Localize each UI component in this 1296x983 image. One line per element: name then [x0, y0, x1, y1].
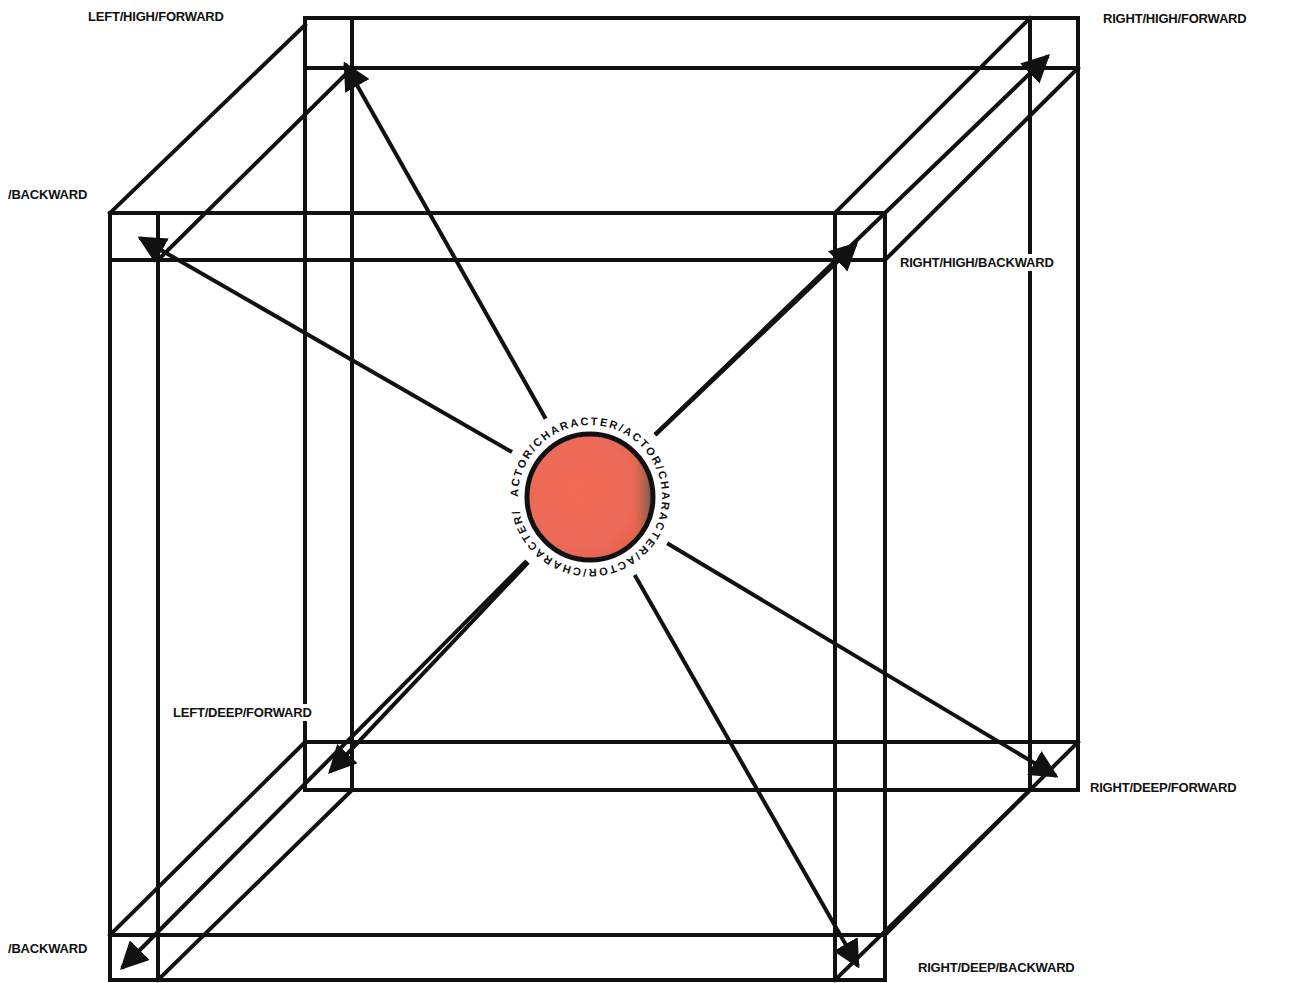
- direction-arrow: [345, 64, 546, 419]
- corner-label: RIGHT/HIGH/FORWARD: [1101, 10, 1249, 27]
- corner-label: LEFT/HIGH/FORWARD: [86, 8, 226, 25]
- corner-label: RIGHT/DEEP/FORWARD: [1088, 779, 1238, 796]
- actor-circle: ACTOR/CHARACTER/ACTOR/CHARACTER/ACTOR/CH…: [500, 407, 680, 587]
- ring-text: ACTOR/CHARACTER/ACTOR/CHARACTER/ACTOR/CH…: [508, 415, 672, 579]
- direction-arrow: [122, 561, 527, 968]
- direction-arrow: [140, 238, 512, 452]
- corner-label: /BACKWARD: [6, 186, 89, 203]
- direction-arrow: [330, 562, 528, 772]
- circle-shape: ACTOR/CHARACTER/ACTOR/CHARACTER/ACTOR/CH…: [500, 407, 680, 587]
- direction-arrow: [635, 575, 858, 966]
- corner-label: LEFT/DEEP/FORWARD: [171, 704, 314, 721]
- corner-label: RIGHT/DEEP/BACKWARD: [916, 959, 1077, 976]
- direction-arrow: [667, 543, 1056, 776]
- corner-label: RIGHT/HIGH/BACKWARD: [898, 254, 1056, 271]
- corner-label: /BACKWARD: [6, 940, 89, 957]
- direction-arrows: [122, 56, 1056, 968]
- direction-arrow: [655, 244, 856, 435]
- direction-arrow: [655, 56, 1048, 435]
